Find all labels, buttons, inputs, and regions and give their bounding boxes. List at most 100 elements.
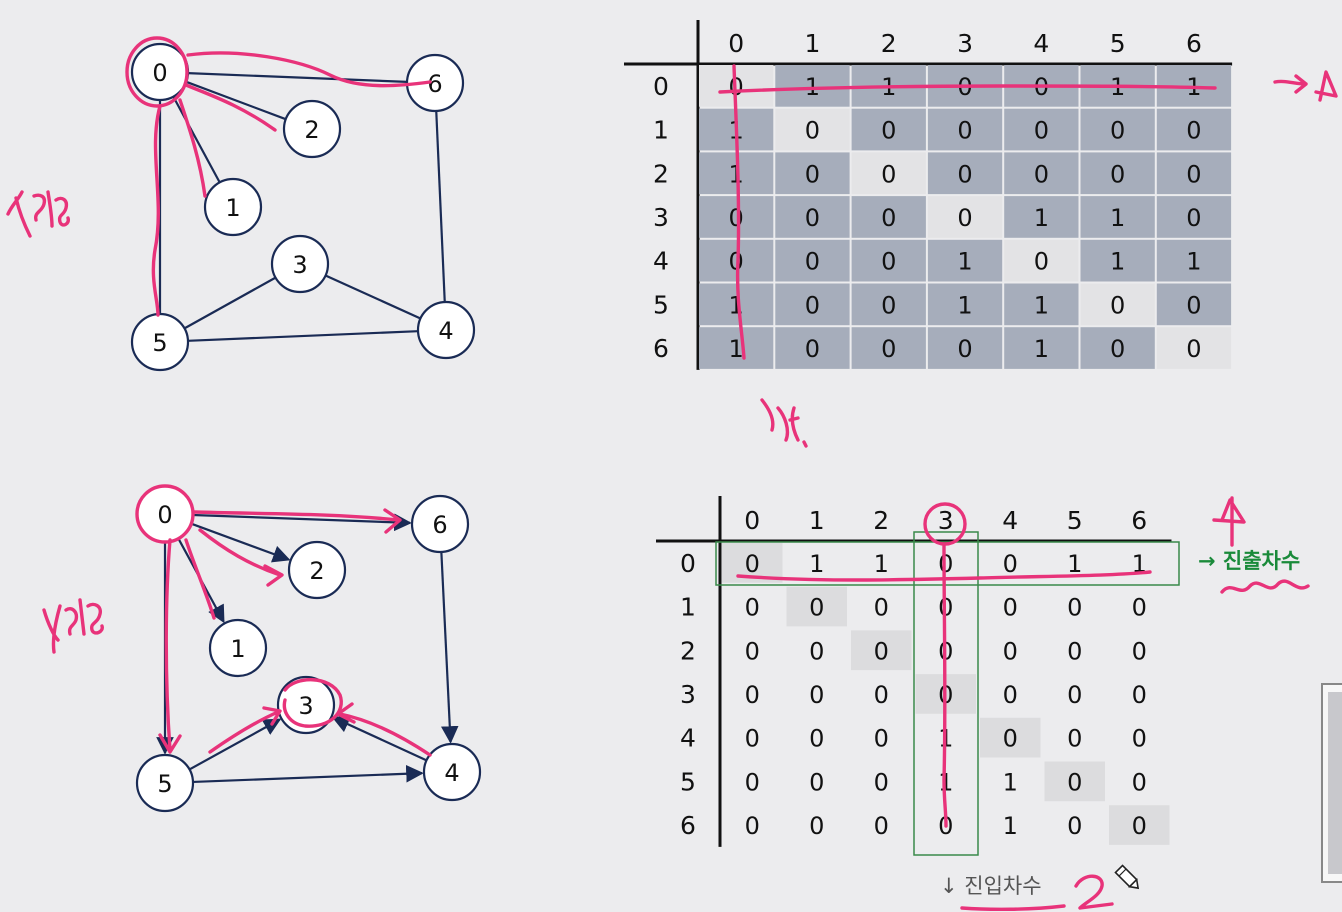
dm-col-header: 0 bbox=[744, 506, 760, 535]
dm-cell: 0 bbox=[1067, 725, 1082, 753]
um-cell: 1 bbox=[1110, 248, 1125, 276]
um-cell: 0 bbox=[1186, 335, 1201, 363]
ink-in-degree-underline bbox=[960, 904, 1066, 911]
um-col-header: 6 bbox=[1186, 29, 1202, 58]
um-cell: 0 bbox=[957, 335, 972, 363]
um-cell-bg bbox=[927, 327, 1003, 369]
um-cell-bg bbox=[927, 108, 1003, 151]
um-cell-bg bbox=[1004, 152, 1079, 195]
dm-cell: 1 bbox=[1003, 812, 1018, 840]
um-cell-bg bbox=[1080, 283, 1155, 326]
dg-node-circle bbox=[287, 540, 347, 600]
um-cell-bg bbox=[775, 283, 850, 326]
ink-stroke-0-2 bbox=[184, 83, 277, 132]
ug-edge-0-1 bbox=[172, 96, 221, 183]
dm-row-header: 1 bbox=[680, 593, 696, 622]
um-cell-bg bbox=[851, 108, 926, 151]
um-cell-bg bbox=[851, 152, 926, 195]
um-cell-bg bbox=[1156, 327, 1232, 369]
ug-node-label: 0 bbox=[152, 59, 167, 87]
um-cell: 0 bbox=[1110, 117, 1125, 145]
dm-cell: 0 bbox=[1003, 594, 1018, 622]
um-cell: 0 bbox=[1186, 291, 1201, 319]
um-cell-bg bbox=[1004, 239, 1079, 282]
dm-cell: 0 bbox=[745, 812, 760, 840]
dm-cell: 0 bbox=[1003, 637, 1018, 665]
ug-node-circle bbox=[203, 177, 263, 237]
um-cell-bg bbox=[927, 239, 1003, 282]
um-cell: 0 bbox=[957, 160, 972, 188]
ug-node-5: 5 bbox=[130, 312, 190, 372]
um-cell-bg bbox=[699, 196, 774, 238]
dm-cell: 0 bbox=[874, 725, 889, 753]
ink-arrow-0-5 bbox=[158, 538, 182, 754]
pencil-cursor-icon bbox=[1114, 864, 1140, 890]
dm-cell: 0 bbox=[1132, 768, 1147, 796]
dg-node-4: 4 bbox=[422, 742, 482, 802]
um-cell: 0 bbox=[805, 291, 820, 319]
dm-cell: 0 bbox=[1132, 725, 1147, 753]
dm-cell: 0 bbox=[938, 550, 953, 578]
um-cell-bg bbox=[927, 283, 1003, 326]
dg-node-circle bbox=[135, 753, 195, 813]
dm-cell: 1 bbox=[874, 550, 889, 578]
dm-cell: 0 bbox=[1067, 768, 1082, 796]
dm-cell: 0 bbox=[745, 594, 760, 622]
um-row-header: 3 bbox=[653, 203, 669, 232]
ink-arrow-0-6 bbox=[192, 508, 402, 534]
dg-node-circle bbox=[410, 494, 470, 554]
dm-row-header: 5 bbox=[680, 767, 696, 796]
dm-cell: 1 bbox=[1067, 550, 1082, 578]
handwritten-annotations bbox=[6, 36, 1338, 911]
ug-edge-6-4 bbox=[435, 110, 446, 303]
um-cell-bg bbox=[851, 239, 926, 282]
dg-edge-4-3 bbox=[331, 716, 428, 762]
um-cell: 0 bbox=[1110, 335, 1125, 363]
ink-circle-node3 bbox=[282, 678, 343, 728]
dm-cell: 0 bbox=[809, 681, 824, 709]
um-cell-bg bbox=[775, 196, 850, 238]
ug-edge-0-2 bbox=[185, 80, 287, 121]
dm-col-header: 4 bbox=[1002, 506, 1018, 535]
um-cell: 1 bbox=[1034, 204, 1049, 232]
dg-node-2: 2 bbox=[287, 540, 347, 600]
dm-cell: 0 bbox=[1132, 637, 1147, 665]
ug-edge-3-4 bbox=[325, 274, 421, 320]
um-cell-bg bbox=[1004, 108, 1079, 151]
dm-cell: 0 bbox=[745, 768, 760, 796]
um-cell-bg bbox=[699, 327, 774, 369]
dm-cell: 0 bbox=[809, 637, 824, 665]
ink-stroke-0-1 bbox=[178, 98, 207, 198]
dm-cell: 0 bbox=[1132, 681, 1147, 709]
ug-edge-3-5 bbox=[183, 276, 277, 330]
um-cell: 0 bbox=[881, 117, 896, 145]
dm-diagonal-bg bbox=[786, 586, 847, 627]
um-cell-bg bbox=[1156, 196, 1232, 238]
dm-cell: 1 bbox=[938, 768, 953, 796]
dm-diagonal-bg bbox=[980, 717, 1041, 758]
dm-cell: 0 bbox=[1003, 550, 1018, 578]
ink-row0-underline bbox=[736, 570, 1152, 582]
um-cell: 0 bbox=[1186, 204, 1201, 232]
dm-row-header: 4 bbox=[680, 724, 696, 753]
ug-node-label: 5 bbox=[152, 329, 167, 357]
ug-node-label: 4 bbox=[438, 317, 453, 345]
ink-arrow-4-3 bbox=[336, 702, 432, 757]
um-cell-bg bbox=[851, 327, 926, 369]
um-cell: 0 bbox=[805, 335, 820, 363]
dm-cell: 0 bbox=[1067, 594, 1082, 622]
um-cell-bg bbox=[1004, 327, 1079, 369]
ink-stroke-0-5 bbox=[151, 104, 162, 317]
um-cell: 0 bbox=[1186, 160, 1201, 188]
ug-node-1: 1 bbox=[203, 177, 263, 237]
dg-node-6: 6 bbox=[410, 494, 470, 554]
um-cell-bg bbox=[699, 283, 774, 326]
ug-node-label: 3 bbox=[292, 251, 307, 279]
dg-node-circle bbox=[422, 742, 482, 802]
um-cell-bg bbox=[851, 283, 926, 326]
um-cell-bg bbox=[775, 152, 850, 195]
ink-stroke-0-1-dir bbox=[184, 538, 216, 620]
um-row-header: 4 bbox=[653, 247, 669, 276]
dg-edge-0-6 bbox=[192, 513, 412, 532]
